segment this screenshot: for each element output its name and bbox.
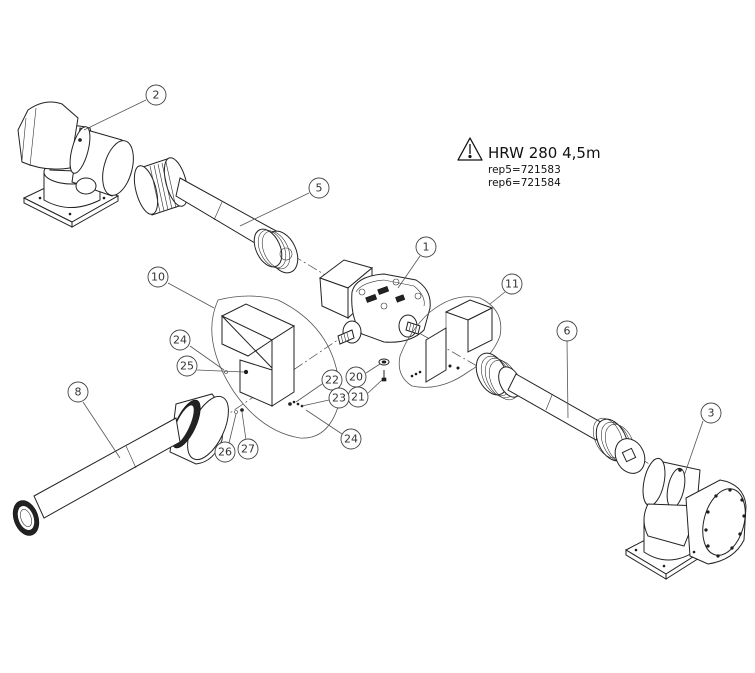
callout-22: 22 xyxy=(321,369,343,391)
callout-23: 23 xyxy=(328,387,350,409)
callout-10: 10 xyxy=(147,266,169,288)
callout-21: 21 xyxy=(347,386,369,408)
callout-2: 2 xyxy=(145,84,167,106)
callout-1: 1 xyxy=(415,236,437,258)
rep6-reference: rep6=721584 xyxy=(488,177,561,189)
svg-text:5: 5 xyxy=(316,182,323,195)
left-angle-gearbox[interactable] xyxy=(17,101,139,228)
washer-20[interactable] xyxy=(378,358,390,366)
left-drive-shaft[interactable] xyxy=(130,155,304,278)
right-guard-kit[interactable] xyxy=(398,296,502,388)
left-guard-kit[interactable] xyxy=(211,295,341,439)
callout-27: 27 xyxy=(237,438,259,460)
svg-text:10: 10 xyxy=(151,271,165,284)
model-title: HRW 280 4,5m xyxy=(488,144,601,162)
callout-5: 5 xyxy=(308,177,330,199)
svg-text:1: 1 xyxy=(423,241,430,254)
right-drive-shaft[interactable] xyxy=(470,348,650,478)
callout-11: 11 xyxy=(501,273,523,295)
callout-6: 6 xyxy=(556,320,578,342)
svg-text:24: 24 xyxy=(173,334,187,347)
svg-text:25: 25 xyxy=(180,360,194,373)
svg-text:27: 27 xyxy=(241,443,255,456)
right-angle-gearbox[interactable] xyxy=(624,456,752,580)
callout-24-lower: 24 xyxy=(340,428,362,450)
svg-text:23: 23 xyxy=(332,392,346,405)
callout-20: 20 xyxy=(345,366,367,388)
svg-text:22: 22 xyxy=(325,374,339,387)
rep5-reference: rep5=721583 xyxy=(488,164,561,176)
svg-text:8: 8 xyxy=(75,386,82,399)
callout-24-upper: 24 xyxy=(169,329,191,351)
warning-triangle-icon xyxy=(457,137,483,161)
leader-lines xyxy=(82,99,704,477)
main-pto-shaft[interactable] xyxy=(9,390,237,539)
callout-25: 25 xyxy=(176,355,198,377)
svg-text:3: 3 xyxy=(708,407,715,420)
central-gearbox[interactable] xyxy=(318,259,431,345)
svg-text:20: 20 xyxy=(349,371,363,384)
svg-text:6: 6 xyxy=(564,325,571,338)
svg-text:24: 24 xyxy=(344,433,358,446)
svg-text:26: 26 xyxy=(218,446,232,459)
callout-3: 3 xyxy=(700,402,722,424)
svg-text:11: 11 xyxy=(505,278,519,291)
callout-26: 26 xyxy=(214,441,236,463)
callout-8: 8 xyxy=(67,381,89,403)
svg-text:2: 2 xyxy=(153,89,160,102)
bolt-21[interactable] xyxy=(381,370,387,382)
svg-text:21: 21 xyxy=(351,391,365,404)
